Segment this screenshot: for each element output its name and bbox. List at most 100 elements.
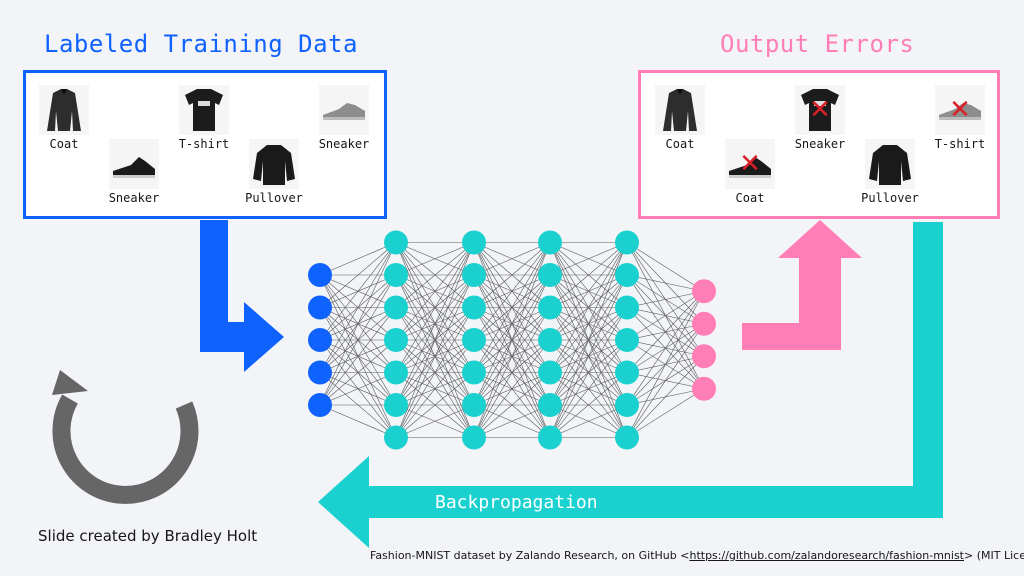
- hidden-node: [538, 230, 562, 255]
- hidden-node: [384, 425, 408, 450]
- input-node: [308, 360, 332, 385]
- output-label-coat: Coat: [665, 137, 695, 151]
- backpropagation-label: Backpropagation: [435, 492, 598, 513]
- network-edge: [319, 404, 397, 438]
- network-edge: [549, 404, 628, 438]
- network-nodes: [308, 230, 716, 450]
- sneaker-image: [319, 85, 369, 135]
- hidden-node: [538, 360, 562, 385]
- network-edge: [473, 242, 551, 341]
- training-item-pullover: Pullover: [239, 139, 309, 205]
- output-label-pullover: Pullover: [861, 191, 919, 205]
- network-edge: [473, 242, 551, 438]
- output-label-tshirt-wrong: T-shirt: [934, 137, 986, 151]
- network-edge: [395, 307, 475, 438]
- network-edge: [395, 372, 475, 438]
- network-edge: [626, 242, 705, 292]
- output-item-pullover: Pullover: [855, 139, 925, 205]
- network-edge: [319, 242, 397, 406]
- network-edge: [626, 323, 705, 438]
- hidden-node: [462, 295, 486, 320]
- input-node: [308, 295, 332, 320]
- hidden-node: [462, 328, 486, 352]
- error-x-icon: ✕: [809, 95, 831, 125]
- network-edge: [319, 372, 397, 406]
- output-label-coat-wrong: Coat: [735, 191, 765, 205]
- network-edge: [473, 242, 551, 406]
- training-item-coat: Coat: [29, 85, 99, 151]
- network-edge: [626, 291, 705, 438]
- pullover-image: [865, 139, 915, 189]
- training-label-tshirt: T-shirt: [178, 137, 230, 151]
- network-connections: [319, 242, 705, 438]
- training-data-title: Labeled Training Data: [44, 30, 358, 58]
- coat-image: [39, 85, 89, 135]
- hidden-node: [462, 393, 486, 417]
- output-item-sneaker-wrong-2: ✕ T-shirt: [925, 85, 995, 151]
- backpropagation-arrow: [318, 222, 943, 548]
- training-data-box: Coat Sneaker T-shirt Pullover Sneaker: [23, 70, 387, 219]
- network-edge: [395, 242, 475, 438]
- network-edge: [319, 242, 397, 276]
- network-edge: [319, 307, 397, 406]
- network-edge: [626, 291, 705, 373]
- network-edge: [626, 290, 705, 308]
- cycle-arrow: [52, 394, 199, 504]
- output-item-sneaker-wrong: ✕ Coat: [715, 139, 785, 205]
- input-arrow: [200, 220, 284, 372]
- hidden-node: [462, 425, 486, 450]
- tshirt-image: [179, 85, 229, 135]
- training-item-sneaker-1: Sneaker: [99, 139, 169, 205]
- output-item-tshirt-wrong: ✕ Sneaker: [785, 85, 855, 151]
- network-edge: [549, 339, 628, 438]
- tshirt-image: ✕: [795, 85, 845, 135]
- network-edge: [395, 242, 475, 308]
- network-edge: [319, 274, 397, 406]
- network-edge: [549, 242, 628, 373]
- input-node: [308, 328, 332, 352]
- network-edge: [549, 242, 628, 341]
- hidden-node: [538, 393, 562, 417]
- hidden-node: [384, 328, 408, 352]
- hidden-node: [615, 328, 639, 352]
- sneaker-image: [109, 139, 159, 189]
- network-edge: [395, 274, 475, 438]
- source-prefix: Fashion-MNIST dataset by Zalando Researc…: [370, 549, 690, 562]
- network-edge: [549, 242, 628, 406]
- output-node: [692, 344, 716, 369]
- network-edge: [549, 242, 628, 276]
- hidden-node: [615, 425, 639, 450]
- network-edge: [626, 356, 705, 438]
- hidden-node: [462, 230, 486, 255]
- training-item-sneaker-2: Sneaker: [309, 85, 379, 151]
- hidden-node: [462, 360, 486, 385]
- output-node: [692, 376, 716, 401]
- input-node: [308, 263, 332, 287]
- hidden-node: [615, 393, 639, 417]
- network-edge: [473, 339, 551, 438]
- network-edge: [473, 404, 551, 438]
- network-edge: [549, 274, 628, 438]
- network-edge: [395, 242, 475, 406]
- hidden-node: [384, 230, 408, 255]
- hidden-node: [615, 230, 639, 255]
- sneaker-image: ✕: [725, 139, 775, 189]
- network-edge: [319, 242, 397, 341]
- hidden-node: [615, 360, 639, 385]
- input-node: [308, 393, 332, 417]
- hidden-node: [384, 295, 408, 320]
- output-item-coat: Coat: [645, 85, 715, 151]
- hidden-node: [615, 295, 639, 320]
- training-label-sneaker-1: Sneaker: [108, 191, 160, 205]
- network-edge: [395, 404, 475, 438]
- hidden-node: [384, 360, 408, 385]
- fashion-mnist-link[interactable]: https://github.com/zalandoresearch/fashi…: [689, 549, 964, 562]
- network-edge: [473, 274, 551, 438]
- network-edge: [395, 242, 475, 276]
- hidden-node: [538, 425, 562, 450]
- network-edge: [549, 372, 628, 438]
- sneaker-image: ✕: [935, 85, 985, 135]
- network-edge: [549, 242, 628, 308]
- training-label-pullover: Pullover: [245, 191, 303, 205]
- hidden-node: [538, 328, 562, 352]
